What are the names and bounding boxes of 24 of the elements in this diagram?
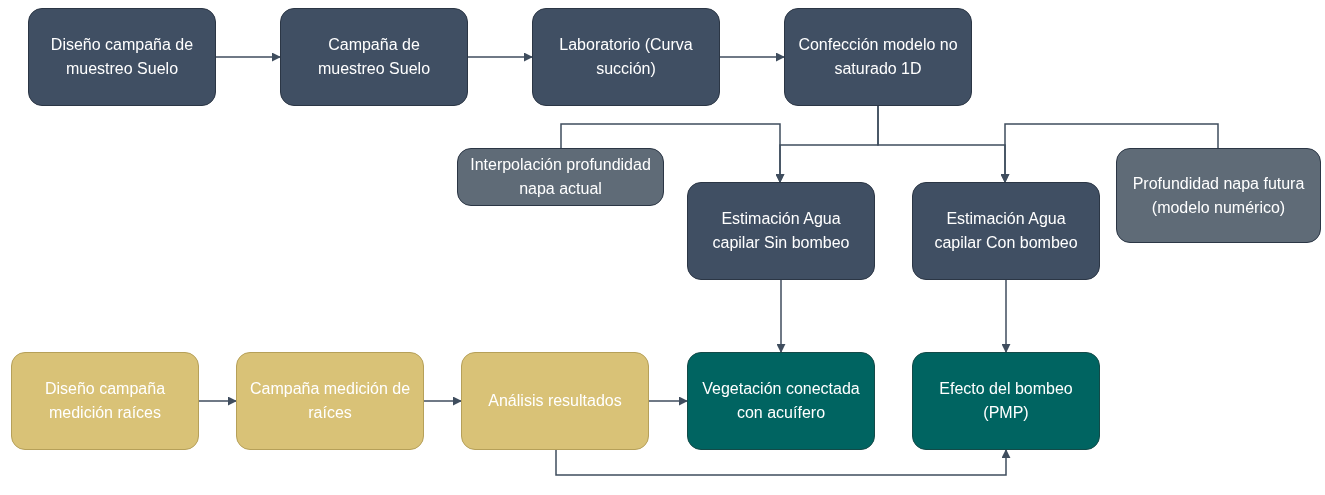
arrow bbox=[555, 449, 1011, 476]
result-box: Vegetación conectada con acuífero bbox=[687, 352, 875, 450]
process-box: Diseño campaña de muestreo Suelo bbox=[28, 8, 216, 106]
process-box: Estimación Agua capilar Con bombeo bbox=[912, 182, 1100, 280]
process-box: Campaña de muestreo Suelo bbox=[280, 8, 468, 106]
input-box: Profundidad napa futura (modelo numérico) bbox=[1116, 148, 1321, 243]
arrow bbox=[198, 396, 237, 406]
arrow bbox=[467, 52, 533, 62]
arrow bbox=[1001, 279, 1011, 353]
arrow bbox=[423, 396, 462, 406]
arrow bbox=[648, 396, 688, 406]
arrow bbox=[560, 123, 785, 183]
process-box: Campaña medición de raíces bbox=[236, 352, 424, 450]
arrow bbox=[215, 52, 281, 62]
process-box: Estimación Agua capilar Sin bombeo bbox=[687, 182, 875, 280]
result-box: Efecto del bombeo (PMP) bbox=[912, 352, 1100, 450]
process-box: Análisis resultados bbox=[461, 352, 649, 450]
input-box: Interpolación profundidad napa actual bbox=[457, 148, 664, 206]
process-box: Confección modelo no saturado 1D bbox=[784, 8, 972, 106]
arrow bbox=[776, 279, 786, 353]
process-box: Diseño campaña medición raíces bbox=[11, 352, 199, 450]
arrow bbox=[719, 52, 785, 62]
process-box: Laboratorio (Curva succión) bbox=[532, 8, 720, 106]
arrow bbox=[1000, 123, 1219, 183]
